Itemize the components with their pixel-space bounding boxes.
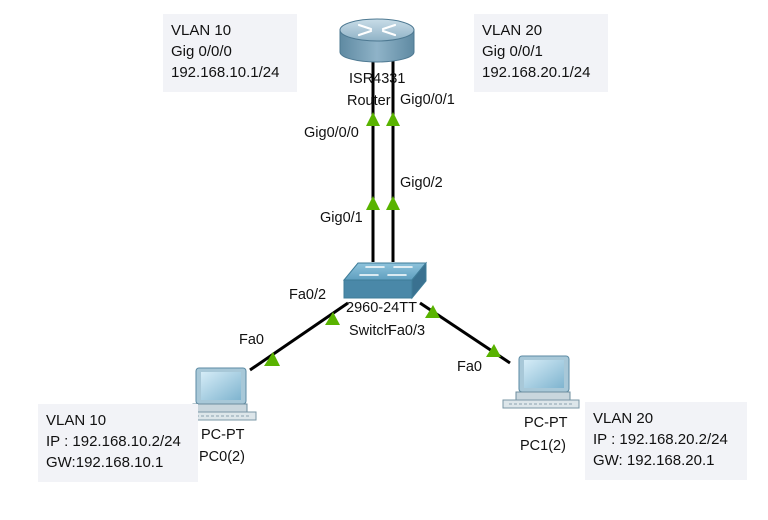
note-pc0: VLAN 10 IP : 192.168.10.2/24 GW:192.168.…	[38, 404, 198, 482]
link-up-indicator	[386, 112, 400, 126]
note-line: GW: 192.168.20.1	[593, 452, 715, 469]
pc-icon[interactable]	[502, 355, 580, 409]
note-line: Gig 0/0/1	[482, 43, 543, 60]
pc1-model-label: PC-PT	[524, 415, 568, 431]
note-line: 192.168.20.1/24	[482, 64, 591, 81]
link-up-indicator	[386, 196, 400, 210]
switch-model-label: 2960-24TT	[346, 300, 417, 316]
link-switch-pc0[interactable]	[249, 301, 349, 372]
note-line: VLAN 10	[171, 22, 232, 39]
note-line: IP : 192.168.10.2/24	[46, 433, 181, 450]
link-up-indicator	[366, 112, 380, 126]
port-label-switch-fa02: Fa0/2	[289, 287, 327, 303]
note-line: VLAN 20	[482, 22, 543, 39]
link-up-indicator	[366, 196, 380, 210]
pc-icon[interactable]	[179, 367, 257, 421]
note-router-vlan20: VLAN 20 Gig 0/0/1 192.168.20.1/24	[474, 14, 608, 92]
note-line: VLAN 20	[593, 410, 654, 427]
note-line: Gig 0/0/0	[171, 43, 232, 60]
note-line: VLAN 10	[46, 412, 107, 429]
pc1-name-label: PC1(2)	[520, 438, 566, 454]
port-label-router-gig001: Gig0/0/1	[400, 92, 455, 108]
port-label-switch-gig01: Gig0/1	[320, 210, 363, 226]
note-router-vlan10: VLAN 10 Gig 0/0/0 192.168.10.1/24	[163, 14, 297, 92]
pc0-name-label: PC0(2)	[199, 449, 245, 465]
note-line: 192.168.10.1/24	[171, 64, 280, 81]
note-pc1: VLAN 20 IP : 192.168.20.2/24 GW: 192.168…	[585, 402, 747, 480]
pc0-model-label: PC-PT	[201, 427, 245, 443]
switch-name-label: Switch	[349, 323, 392, 339]
port-label-router-gig000: Gig0/0/0	[304, 125, 359, 141]
link-up-indicator	[325, 312, 340, 325]
port-label-pc1-fa0: Fa0	[457, 359, 482, 375]
note-line: IP : 192.168.20.2/24	[593, 431, 728, 448]
port-label-switch-fa03: Fa0/3	[388, 323, 426, 339]
link-up-indicator	[264, 352, 280, 366]
router-icon[interactable]	[339, 18, 415, 63]
note-line: GW:192.168.10.1	[46, 454, 164, 471]
port-label-pc0-fa0: Fa0	[239, 332, 264, 348]
router-model-label: ISR4331	[349, 71, 406, 87]
switch-icon[interactable]	[342, 261, 428, 300]
link-up-indicator	[425, 305, 440, 318]
router-name-label: Router	[347, 93, 391, 109]
port-label-switch-gig02: Gig0/2	[400, 175, 443, 191]
link-up-indicator	[486, 344, 501, 357]
